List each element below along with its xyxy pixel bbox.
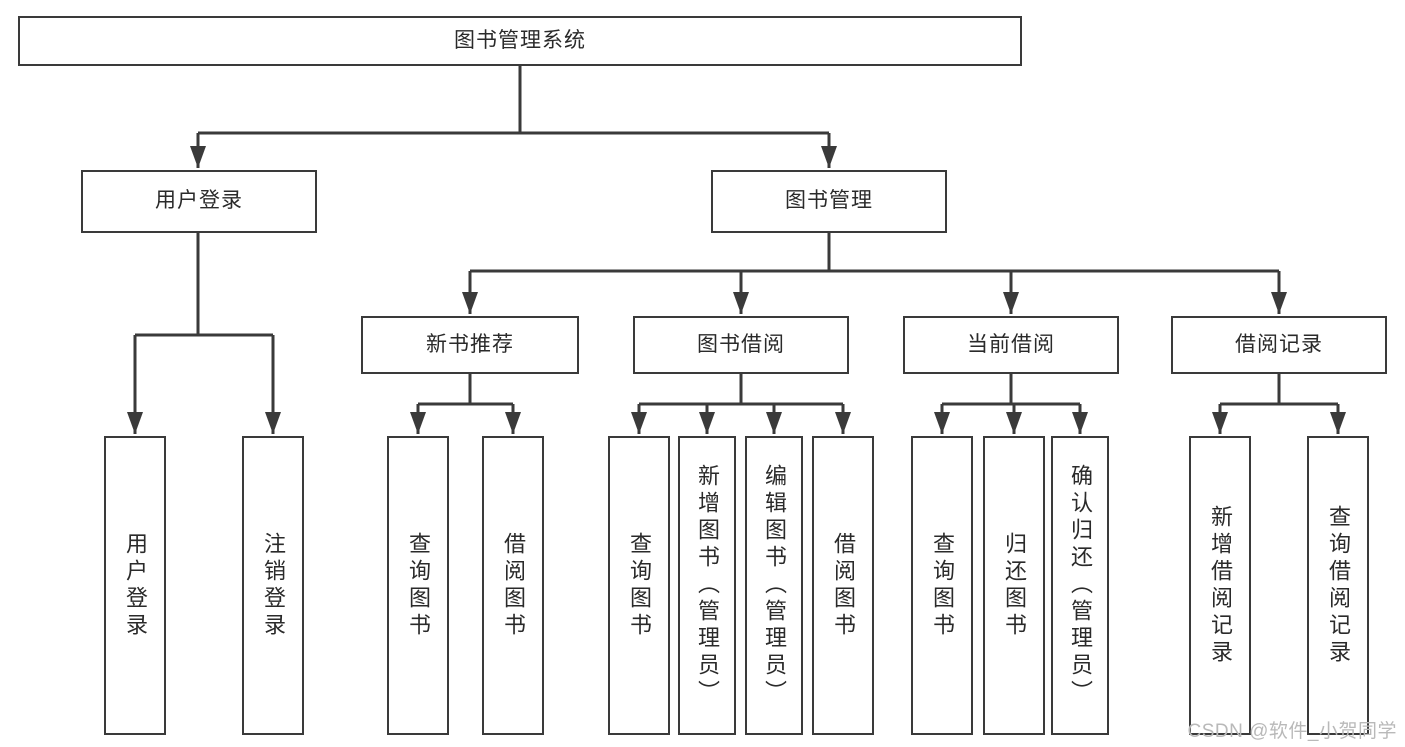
arrowhead-icon (1006, 412, 1022, 434)
node-label: 图书借阅 (697, 332, 785, 356)
node-label: 查询借阅记录 (1326, 504, 1351, 667)
arrowhead-icon (934, 412, 950, 434)
arrowhead-icon (127, 412, 143, 434)
node-current-borrow: 当前借阅 (903, 316, 1119, 374)
node-label: 用户登录 (155, 189, 243, 213)
arrowhead-icon (1072, 412, 1088, 434)
node-label: 归还图书 (1002, 531, 1027, 640)
node-label: 借阅图书 (831, 531, 856, 640)
node-label: 图书管理 (785, 189, 873, 213)
arrowhead-icon (821, 146, 837, 168)
arrowhead-icon (1271, 292, 1287, 314)
node-label: 新增图书（管理员） (695, 464, 720, 707)
arrowhead-icon (410, 412, 426, 434)
node-label: 借阅图书 (501, 531, 526, 640)
node-new-book-rec: 新书推荐 (361, 316, 579, 374)
node-leaf-return-book: 归还图书 (983, 436, 1045, 735)
arrowhead-icon (1003, 292, 1019, 314)
node-label: 借阅记录 (1235, 332, 1323, 356)
arrowhead-icon (699, 412, 715, 434)
node-label: 查询图书 (930, 531, 955, 640)
arrowhead-icon (462, 292, 478, 314)
node-leaf-user-login: 用户登录 (104, 436, 166, 735)
node-borrow-record: 借阅记录 (1171, 316, 1387, 374)
node-label: 确认归还（管理员） (1068, 464, 1093, 707)
node-leaf-borrow-book-1: 借阅图书 (482, 436, 544, 735)
node-leaf-borrow-book-2: 借阅图书 (812, 436, 874, 735)
node-root: 图书管理系统 (18, 16, 1022, 66)
node-label: 用户登录 (123, 531, 148, 640)
node-label: 图书管理系统 (454, 28, 586, 52)
arrowhead-icon (1330, 412, 1346, 434)
node-leaf-query-book-2: 查询图书 (608, 436, 670, 735)
node-label: 新书推荐 (426, 332, 514, 356)
node-leaf-query-record: 查询借阅记录 (1307, 436, 1369, 735)
node-label: 查询图书 (406, 531, 431, 640)
node-label: 编辑图书（管理员） (762, 464, 787, 707)
arrowhead-icon (766, 412, 782, 434)
node-book-manage: 图书管理 (711, 170, 947, 233)
arrowhead-icon (1212, 412, 1228, 434)
arrowhead-icon (733, 292, 749, 314)
node-label: 注销登录 (261, 531, 286, 640)
arrowhead-icon (505, 412, 521, 434)
arrowhead-icon (835, 412, 851, 434)
node-label: 新增借阅记录 (1208, 504, 1233, 667)
node-leaf-add-book: 新增图书（管理员） (678, 436, 736, 735)
arrowhead-icon (631, 412, 647, 434)
node-user-login: 用户登录 (81, 170, 317, 233)
arrowhead-icon (190, 146, 206, 168)
node-leaf-add-record: 新增借阅记录 (1189, 436, 1251, 735)
node-label: 当前借阅 (967, 332, 1055, 356)
node-leaf-user-logout: 注销登录 (242, 436, 304, 735)
node-label: 查询图书 (627, 531, 652, 640)
node-leaf-confirm-return: 确认归还（管理员） (1051, 436, 1109, 735)
node-leaf-query-book-3: 查询图书 (911, 436, 973, 735)
node-book-borrow: 图书借阅 (633, 316, 849, 374)
node-leaf-query-book-1: 查询图书 (387, 436, 449, 735)
arrowhead-icon (265, 412, 281, 434)
node-leaf-edit-book: 编辑图书（管理员） (745, 436, 803, 735)
